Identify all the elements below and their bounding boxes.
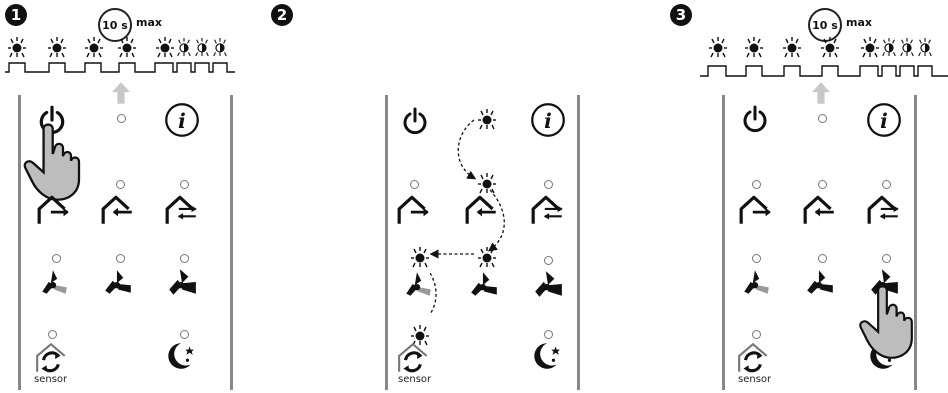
led-indicator [52, 254, 61, 263]
sensor-mode-icon[interactable] [34, 342, 70, 374]
blink-sequence-3 [700, 36, 948, 77]
step-badge-3: 3 [670, 4, 692, 26]
panel-2-right-edge [577, 95, 580, 390]
led-indicator [544, 180, 553, 189]
step-number: 3 [675, 6, 687, 24]
led-indicator [180, 254, 189, 263]
house-supply-icon[interactable] [100, 194, 136, 226]
sensor-mode-icon[interactable] [396, 342, 432, 374]
led-indicator [116, 254, 125, 263]
sensor-mode-icon[interactable] [736, 342, 772, 374]
fan-speed-1-icon[interactable] [740, 266, 772, 298]
panel-2-left-edge [385, 95, 388, 390]
led-indicator [818, 180, 827, 189]
sensor-label: sensor [398, 374, 432, 385]
power-icon[interactable] [400, 106, 430, 136]
house-exhaust-icon[interactable] [396, 194, 432, 226]
house-balanced-icon[interactable] [866, 194, 902, 226]
house-balanced-icon[interactable] [530, 194, 566, 226]
timer-duration: 10 s [102, 18, 128, 32]
led-indicator [116, 180, 125, 189]
up-arrow-icon [112, 82, 130, 104]
panel-1-left-edge [18, 95, 21, 390]
sensor-label: sensor [738, 374, 772, 385]
step-number: 1 [10, 6, 22, 24]
step-badge-1: 1 [5, 4, 27, 26]
night-mode-icon[interactable] [164, 340, 196, 372]
step-number: 2 [276, 6, 288, 24]
timer-duration: 10 s [812, 18, 838, 32]
fan-speed-2-icon[interactable] [102, 266, 134, 298]
fan-speed-3-icon[interactable] [532, 268, 564, 300]
timer-max-3: max [846, 16, 872, 29]
hand-pointer-icon [23, 123, 81, 201]
info-icon[interactable] [530, 102, 566, 138]
led-indicator [544, 330, 553, 339]
led-indicator [48, 330, 57, 339]
timer-max-1: max [136, 16, 162, 29]
night-mode-icon[interactable] [530, 340, 562, 372]
fan-speed-3-icon[interactable] [166, 266, 198, 298]
panel-3-left-edge [722, 95, 725, 390]
led-indicator [410, 180, 419, 189]
power-icon[interactable] [740, 104, 770, 134]
led-indicator [752, 180, 761, 189]
fan-speed-1-icon[interactable] [38, 266, 70, 298]
led-indicator [117, 114, 126, 123]
info-icon[interactable] [866, 102, 902, 138]
led-indicator [882, 180, 891, 189]
blink-sequence-arrows [430, 119, 505, 316]
timer-circle-1: 10 s [98, 8, 132, 42]
led-indicator [544, 256, 553, 265]
sensor-label: sensor [34, 374, 68, 385]
hand-pointer-icon [859, 285, 913, 359]
house-supply-icon[interactable] [802, 194, 838, 226]
fan-speed-2-icon[interactable] [804, 266, 836, 298]
led-blinking-icon [410, 246, 430, 268]
house-balanced-icon[interactable] [164, 194, 200, 226]
led-indicator [818, 114, 827, 123]
panel-3-right-edge [914, 95, 917, 390]
led-indicator [752, 330, 761, 339]
led-indicator [818, 254, 827, 263]
house-exhaust-icon[interactable] [36, 194, 72, 226]
info-icon[interactable] [164, 102, 200, 138]
blink-sequence-1 [5, 36, 235, 73]
led-indicator [180, 330, 189, 339]
up-arrow-icon [812, 82, 830, 104]
led-indicator [180, 180, 189, 189]
led-indicator [752, 254, 761, 263]
panel-1-right-edge [230, 95, 233, 390]
led-indicator [882, 254, 891, 263]
step-badge-2: 2 [271, 4, 293, 26]
house-exhaust-icon[interactable] [738, 194, 774, 226]
